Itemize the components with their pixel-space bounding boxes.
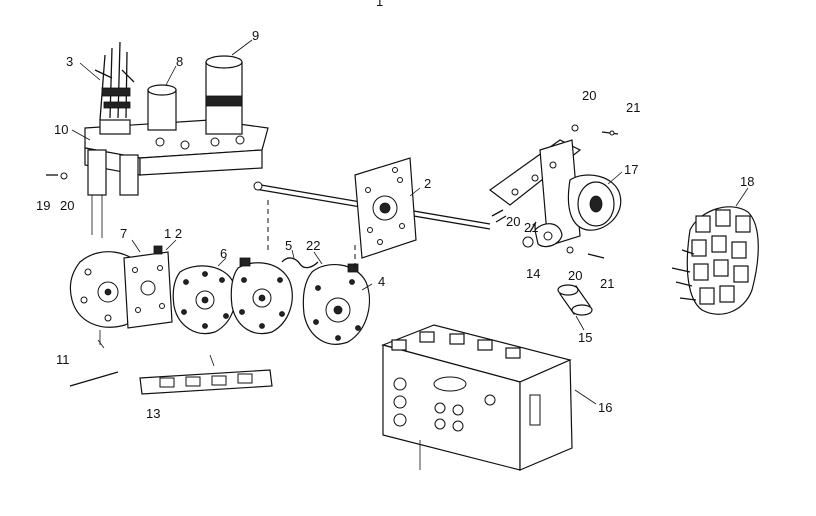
- label-part-8: 8: [176, 54, 183, 69]
- small-capacitor-can: [147, 84, 177, 131]
- label-part-12: 1 2: [164, 226, 182, 241]
- label-part-10: 10: [54, 122, 68, 137]
- label-part-21-mid: 21: [524, 220, 538, 235]
- label-part-9: 9: [252, 28, 259, 43]
- tube-socket-cluster-18: [671, 206, 759, 315]
- label-part-1: 1: [376, 0, 383, 9]
- wafer-section-6b: [230, 257, 293, 335]
- label-part-18: 18: [740, 174, 754, 189]
- label-part-22: 22: [306, 238, 320, 253]
- contact-spring-stack: [94, 41, 135, 121]
- label-part-11: 11: [56, 352, 70, 367]
- label-part-20-low: 20: [568, 268, 582, 283]
- label-part-7: 7: [120, 226, 127, 241]
- upper-bracket-assembly: [84, 119, 269, 238]
- screws-and-washers-right: [491, 124, 619, 259]
- label-part-21-low: 21: [600, 276, 614, 291]
- label-part-15: 15: [578, 330, 592, 345]
- label-part-17: 17: [624, 162, 638, 177]
- label-part-21-top: 21: [626, 100, 640, 115]
- detent-spring-5: [281, 257, 319, 269]
- part-labels: 3 8 9 10 19 20 7 1 2 6 5 22 4 11 13 1 2 …: [36, 0, 754, 421]
- wafer-section-4: [302, 263, 370, 345]
- terminal-strip-13: [69, 369, 273, 395]
- label-part-3: 3: [66, 54, 73, 69]
- screw-and-washer-left: [46, 172, 68, 180]
- wafer-section-6a: [172, 265, 236, 335]
- label-part-13: 13: [146, 406, 160, 421]
- sleeve-15: [557, 284, 593, 316]
- label-part-20-mid: 20: [506, 214, 520, 229]
- label-part-5: 5: [285, 238, 292, 253]
- label-part-20-top: 20: [582, 88, 596, 103]
- label-part-14: 14: [526, 266, 540, 281]
- label-part-6: 6: [220, 246, 227, 261]
- label-part-20-left: 20: [60, 198, 74, 213]
- large-capacitor-can: [205, 55, 243, 135]
- label-part-19: 19: [36, 198, 50, 213]
- label-part-4: 4: [378, 274, 385, 289]
- front-plate-2: [354, 157, 417, 259]
- actuator-bracket-17: [488, 139, 622, 248]
- chassis-box-16: [381, 324, 573, 471]
- label-part-2: 2: [424, 176, 431, 191]
- wafer-section-7: [123, 245, 173, 329]
- label-part-16: 16: [598, 400, 612, 415]
